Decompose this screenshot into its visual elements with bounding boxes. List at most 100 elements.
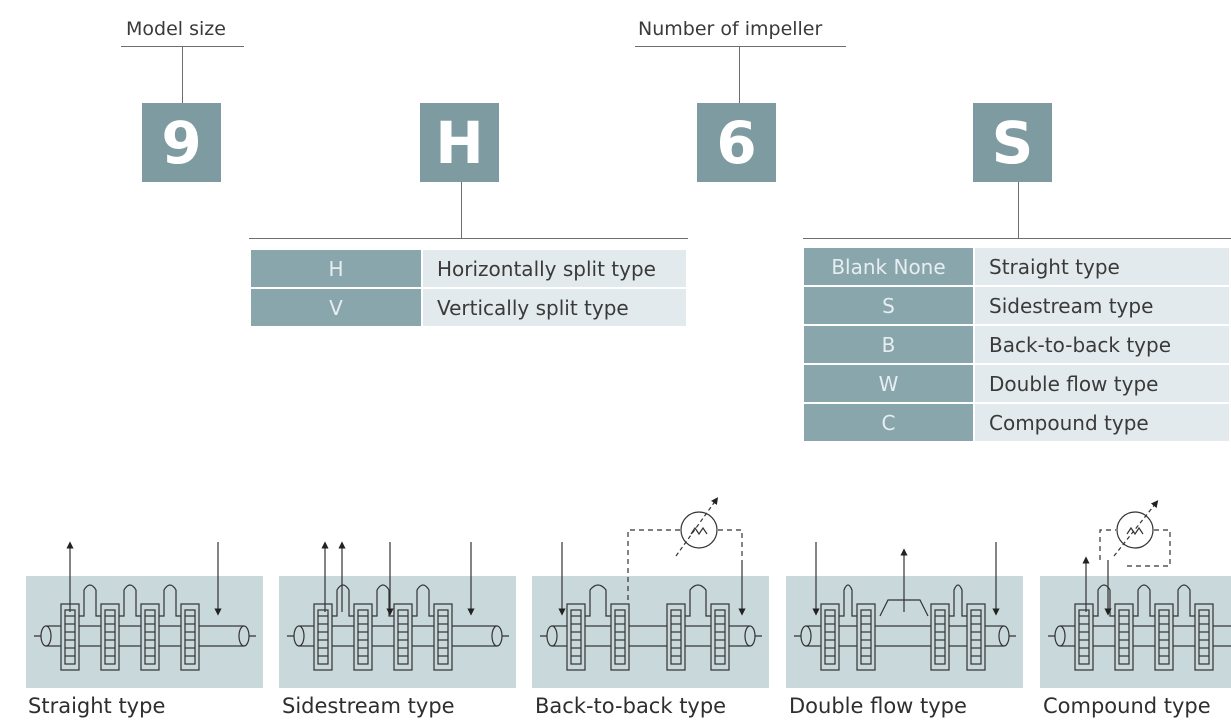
return-channel bbox=[412, 584, 434, 617]
impeller-leader bbox=[739, 46, 740, 103]
flow-key-c: C bbox=[804, 404, 975, 441]
table-row: C Compound type bbox=[804, 404, 1229, 441]
impeller bbox=[666, 603, 686, 671]
flow-key-b: B bbox=[804, 326, 975, 363]
return-channel bbox=[1133, 584, 1155, 617]
impeller bbox=[1154, 603, 1174, 671]
interstage-pipe bbox=[1124, 529, 1171, 567]
flow-value-double-flow: Double flow type bbox=[975, 365, 1229, 402]
interstage-pipe bbox=[627, 529, 680, 600]
return-channel bbox=[79, 584, 101, 617]
impeller-core bbox=[934, 609, 946, 665]
caption-straight: Straight type bbox=[28, 694, 166, 718]
shaft-end bbox=[1054, 625, 1066, 647]
impeller-core bbox=[1078, 609, 1090, 665]
impeller bbox=[313, 603, 333, 671]
shaft-end bbox=[744, 625, 756, 647]
return-channel bbox=[1173, 584, 1195, 617]
impeller bbox=[710, 603, 730, 671]
impeller-core bbox=[357, 609, 369, 665]
casing-value-v: Vertically split type bbox=[423, 289, 686, 326]
impeller-count-box: 6 bbox=[697, 103, 776, 182]
return-channel bbox=[839, 584, 857, 617]
impeller-core bbox=[1118, 609, 1130, 665]
shaft-end bbox=[293, 625, 305, 647]
intercooler-coil bbox=[690, 526, 708, 536]
impeller bbox=[353, 603, 373, 671]
flow-value-back-to-back: Back-to-back type bbox=[975, 326, 1229, 363]
table-row: S Sidestream type bbox=[804, 287, 1229, 324]
flow-type-table: Blank None Straight type S Sidestream ty… bbox=[804, 246, 1229, 443]
table-row: Blank None Straight type bbox=[804, 248, 1229, 285]
return-channel bbox=[585, 584, 611, 617]
shaft-end bbox=[491, 625, 503, 647]
shaft-end bbox=[800, 625, 812, 647]
intercooler-coil bbox=[1126, 526, 1144, 536]
model-size-leader bbox=[182, 46, 183, 103]
impeller-core bbox=[824, 609, 836, 665]
impeller bbox=[1114, 603, 1134, 671]
casing-type-table: H Horizontally split type V Vertically s… bbox=[251, 248, 686, 328]
model-size-label: Model size bbox=[126, 18, 226, 40]
return-channel bbox=[119, 584, 141, 617]
impeller-core bbox=[1198, 609, 1210, 665]
table-row: W Double flow type bbox=[804, 365, 1229, 402]
table-row: V Vertically split type bbox=[251, 289, 686, 326]
impeller bbox=[966, 603, 986, 671]
interstage-pipe bbox=[718, 529, 743, 560]
shaft-end bbox=[40, 625, 52, 647]
impeller bbox=[1074, 603, 1094, 671]
shaft-end bbox=[998, 625, 1010, 647]
return-channel bbox=[1093, 584, 1115, 617]
impeller bbox=[610, 603, 630, 671]
caption-double-flow: Double flow type bbox=[789, 694, 967, 718]
impeller bbox=[180, 603, 200, 671]
impeller bbox=[100, 603, 120, 671]
impeller-core bbox=[860, 609, 872, 665]
flow-value-straight: Straight type bbox=[975, 248, 1229, 285]
table-row: B Back-to-back type bbox=[804, 326, 1229, 363]
impeller-core bbox=[437, 609, 449, 665]
impeller-underline bbox=[635, 46, 846, 47]
flow-key-s: S bbox=[804, 287, 975, 324]
flow-value-sidestream: Sidestream type bbox=[975, 287, 1229, 324]
impeller bbox=[930, 603, 950, 671]
table-row: H Horizontally split type bbox=[251, 250, 686, 287]
flow-key-w: W bbox=[804, 365, 975, 402]
casing-table-rule bbox=[249, 238, 688, 239]
casing-key-v: V bbox=[251, 289, 423, 326]
impeller-core bbox=[1158, 609, 1170, 665]
return-channel bbox=[949, 584, 967, 617]
flow-table-rule bbox=[803, 238, 1231, 239]
impeller bbox=[60, 603, 80, 671]
control-arrow bbox=[1113, 500, 1159, 557]
impeller bbox=[566, 603, 586, 671]
impeller bbox=[856, 603, 876, 671]
flow-type-box: S bbox=[973, 103, 1052, 182]
flow-leader bbox=[1018, 182, 1019, 238]
caption-compound: Compound type bbox=[1043, 694, 1211, 718]
impeller-core bbox=[317, 609, 329, 665]
impeller-core bbox=[104, 609, 116, 665]
impeller bbox=[1194, 603, 1214, 671]
impeller-core bbox=[570, 609, 582, 665]
casing-leader bbox=[461, 182, 462, 238]
impeller bbox=[433, 603, 453, 671]
interstage-pipe bbox=[1099, 529, 1116, 560]
impeller-core bbox=[184, 609, 196, 665]
control-arrow bbox=[675, 497, 719, 557]
impeller bbox=[393, 603, 413, 671]
impeller-core bbox=[970, 609, 982, 665]
return-channel bbox=[685, 584, 711, 617]
flow-key-blank: Blank None bbox=[804, 248, 975, 285]
intercooler-icon bbox=[680, 511, 718, 549]
impeller bbox=[820, 603, 840, 671]
impeller-core bbox=[614, 609, 626, 665]
impeller bbox=[140, 603, 160, 671]
model-size-box: 9 bbox=[142, 103, 221, 182]
caption-back-to-back: Back-to-back type bbox=[535, 694, 727, 718]
impeller-label: Number of impeller bbox=[638, 18, 823, 40]
caption-sidestream: Sidestream type bbox=[282, 694, 455, 718]
intercooler-icon bbox=[1116, 511, 1154, 549]
casing-value-h: Horizontally split type bbox=[423, 250, 686, 287]
